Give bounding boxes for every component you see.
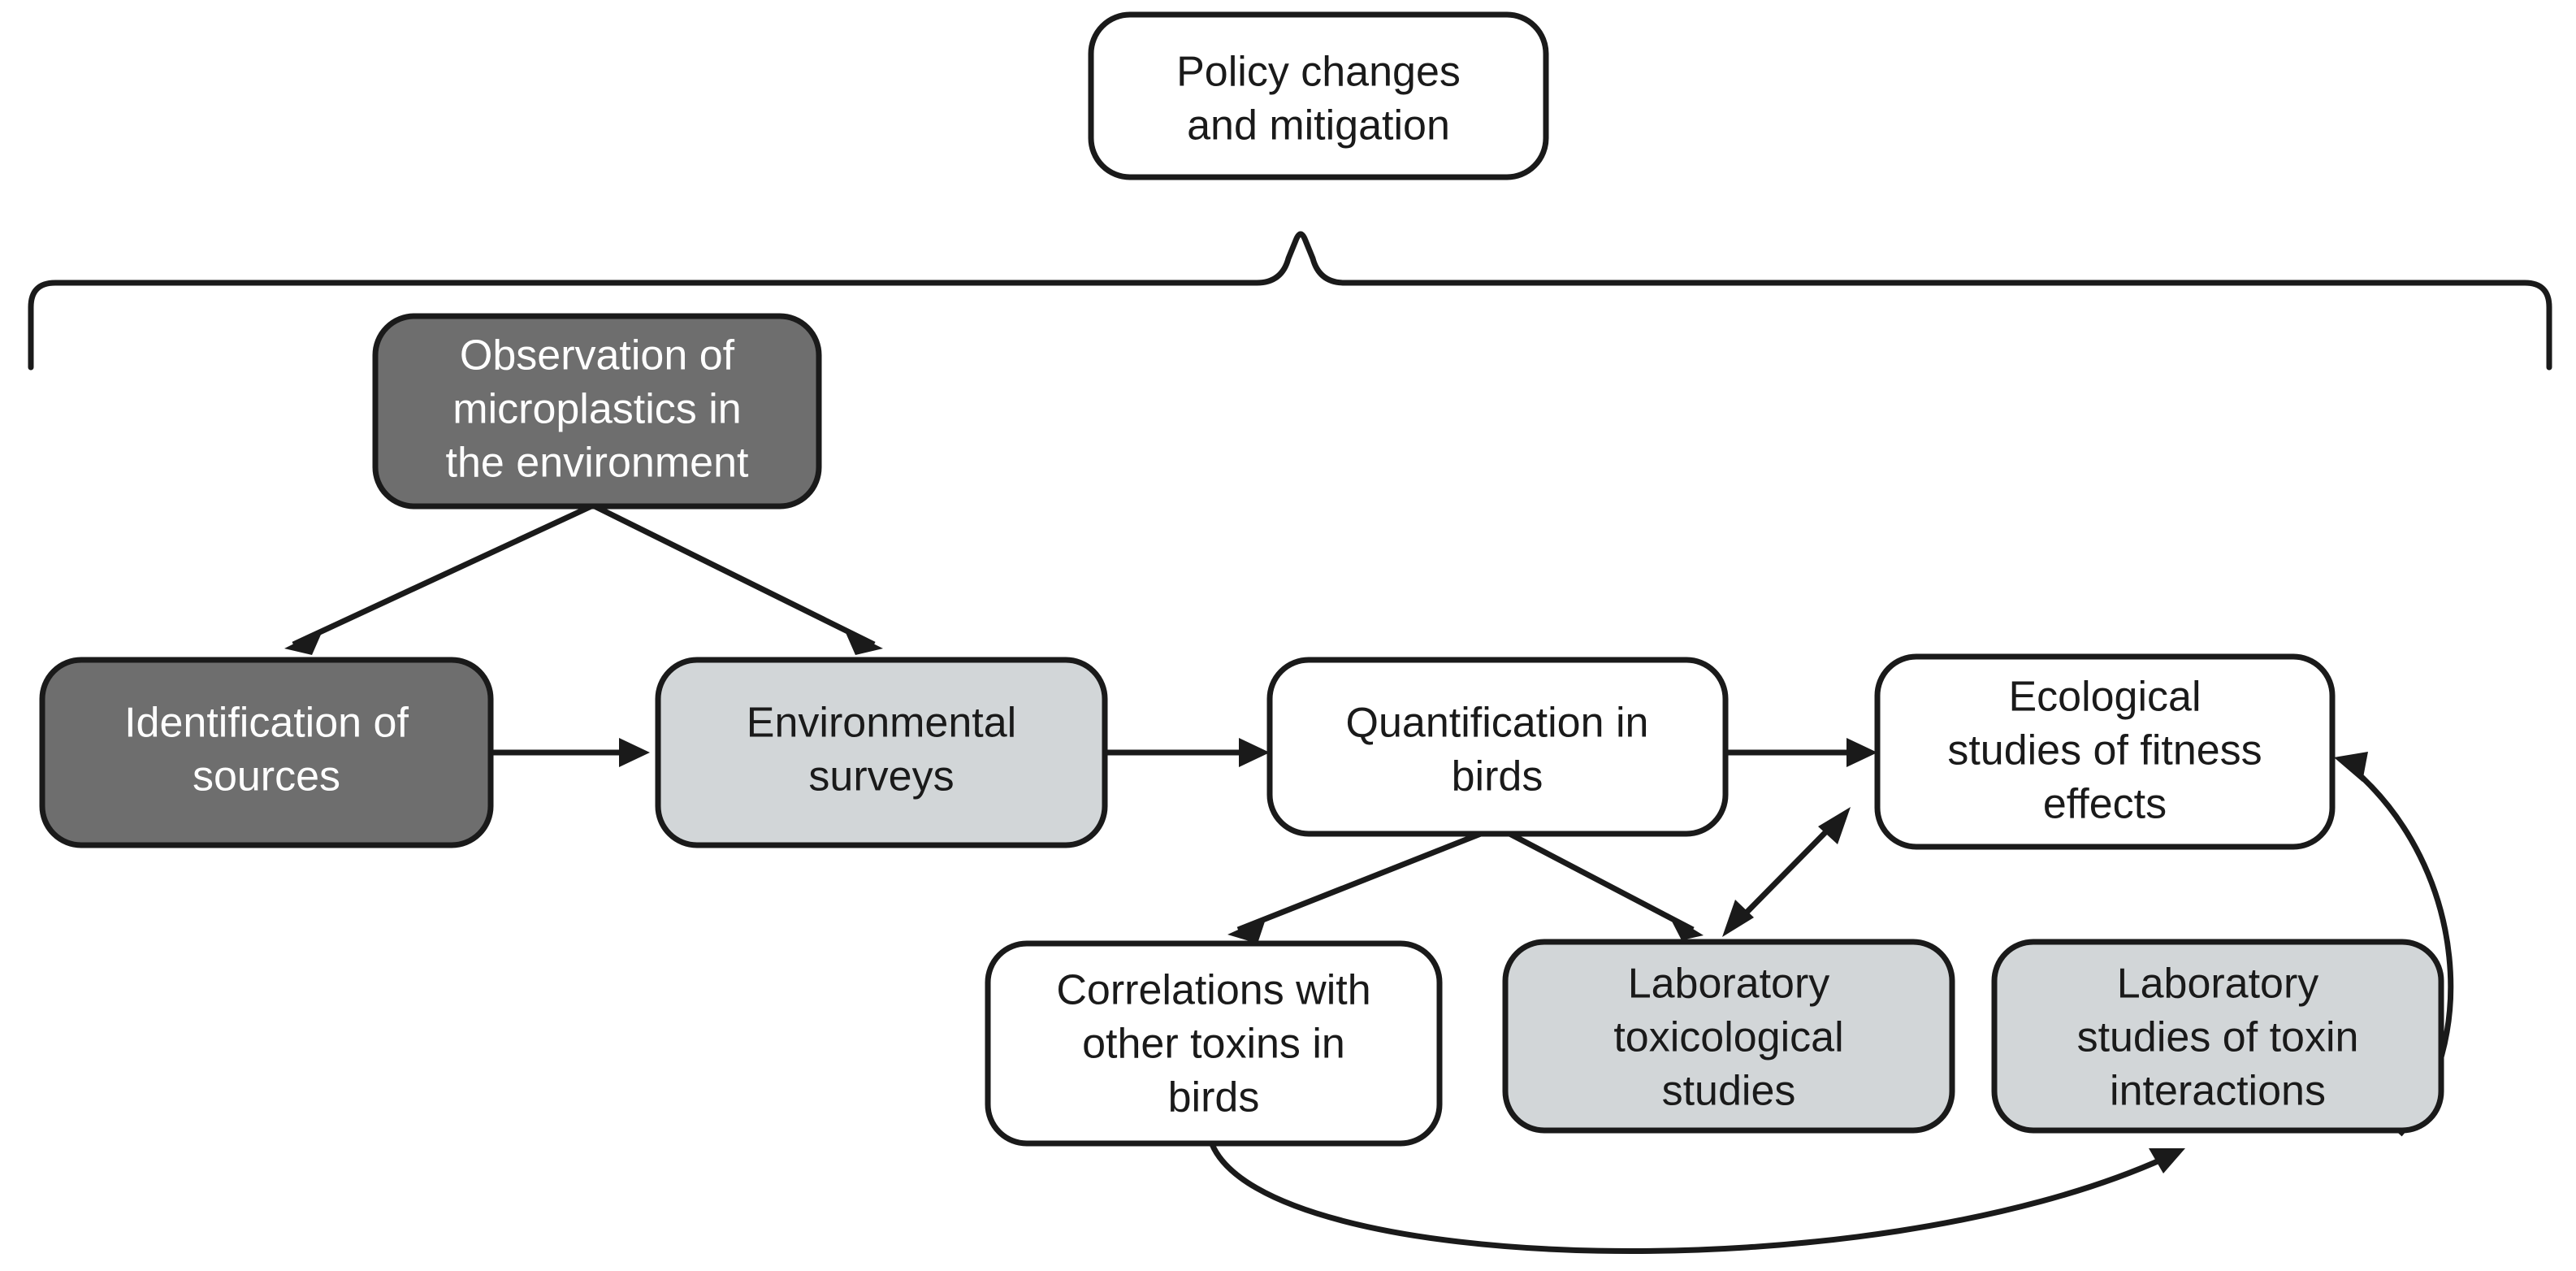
edge-quantification-to-correlations — [1227, 824, 1499, 943]
node-observation-line-1: Observation of — [460, 332, 735, 380]
node-lab-interactions-line-3: interactions — [2110, 1068, 2326, 1115]
node-observation-box[interactable] — [372, 313, 822, 510]
node-policy[interactable]: Policy changes and mitigation — [1088, 11, 1549, 180]
node-surveys[interactable]: Environmental surveys — [655, 657, 1108, 848]
edge-observation-to-surveys — [591, 502, 883, 655]
node-ecological[interactable]: Ecological studies of fitness effects — [1874, 653, 2336, 850]
grouping-brace — [28, 231, 2552, 371]
node-correlations-line-3: birds — [1168, 1074, 1260, 1121]
node-lab-interactions-line-2: studies of toxin — [2077, 1014, 2359, 1061]
edge-observation-to-identification — [284, 502, 595, 655]
node-surveys-line-2: surveys — [808, 753, 954, 800]
node-correlations[interactable]: Correlations with other toxins in birds — [985, 940, 1443, 1147]
node-ecological-line-3: effects — [2043, 781, 2167, 828]
node-quantification-line-2: birds — [1452, 753, 1543, 800]
edge-surveys-to-quantification — [1105, 738, 1270, 767]
node-correlations-box[interactable] — [985, 940, 1443, 1147]
node-surveys-box[interactable] — [655, 657, 1108, 848]
node-lab-tox-box[interactable] — [1502, 939, 1955, 1134]
edge-quantification-to-lab-tox — [1496, 824, 1704, 940]
node-identification[interactable]: Identification of sources — [39, 657, 494, 848]
node-quantification-line-1: Quantification in — [1346, 700, 1649, 747]
node-ecological-line-1: Ecological — [2008, 674, 2201, 721]
node-quantification[interactable]: Quantification in birds — [1266, 657, 1729, 837]
edge-correlations-to-lab-interactions — [1209, 1143, 2185, 1254]
node-policy-line-1: Policy changes — [1176, 49, 1461, 96]
node-lab-tox[interactable]: Laboratory toxicological studies — [1502, 939, 1955, 1134]
node-lab-interactions-line-1: Laboratory — [2117, 961, 2319, 1008]
node-policy-line-2: and mitigation — [1187, 102, 1450, 150]
node-ecological-box[interactable] — [1874, 653, 2336, 850]
node-surveys-line-1: Environmental — [747, 700, 1016, 747]
node-lab-tox-line-3: studies — [1662, 1068, 1796, 1115]
edge-ecological-lab-tox-bidirectional — [1722, 807, 1851, 937]
node-lab-interactions-box[interactable] — [1991, 939, 2444, 1134]
node-lab-tox-line-1: Laboratory — [1628, 961, 1830, 1008]
node-observation-line-3: the environment — [446, 440, 749, 487]
node-observation[interactable]: Observation of microplastics in the envi… — [372, 313, 822, 510]
node-identification-line-1: Identification of — [124, 700, 409, 747]
node-identification-box[interactable] — [39, 657, 494, 848]
node-correlations-line-2: other toxins in — [1082, 1021, 1345, 1068]
node-quantification-box[interactable] — [1266, 657, 1729, 837]
node-lab-tox-line-2: toxicological — [1613, 1014, 1843, 1061]
edge-identification-to-surveys — [491, 738, 650, 767]
node-ecological-line-2: studies of fitness — [1947, 727, 2262, 774]
node-identification-line-2: sources — [193, 753, 340, 800]
edge-quantification-to-ecological — [1725, 738, 1877, 767]
node-observation-line-2: microplastics in — [452, 386, 741, 433]
node-policy-box[interactable] — [1088, 11, 1549, 180]
node-correlations-line-1: Correlations with — [1056, 967, 1370, 1014]
node-lab-interactions[interactable]: Laboratory studies of toxin interactions — [1991, 939, 2444, 1134]
